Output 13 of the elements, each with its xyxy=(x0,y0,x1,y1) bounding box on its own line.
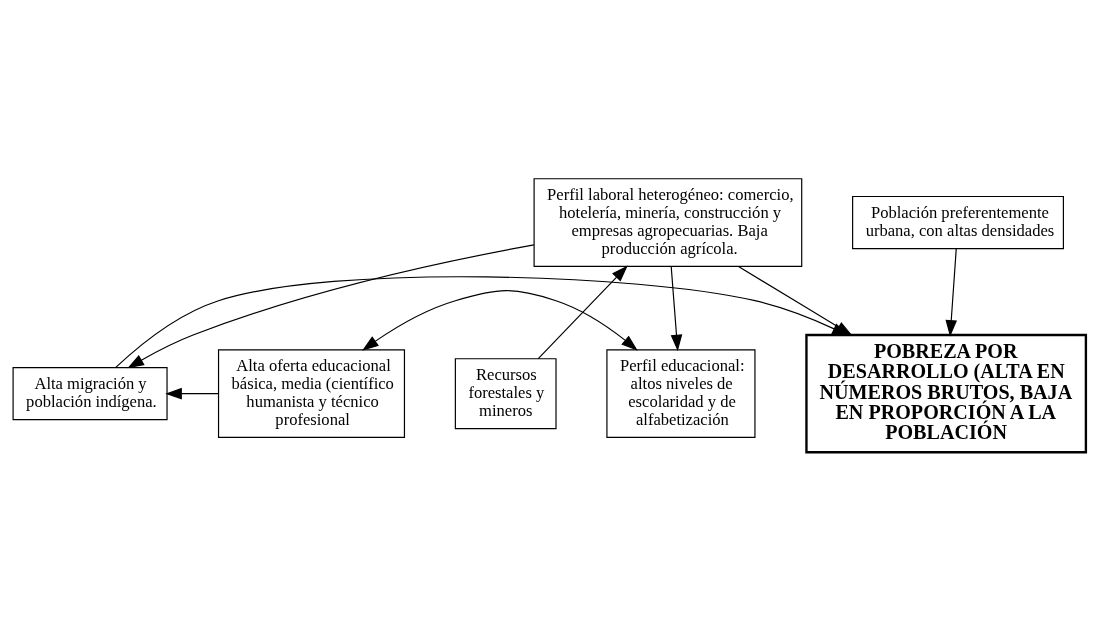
node-box: Población preferentemente urbana, con altas densidades xyxy=(852,195,1064,249)
arrow xyxy=(362,289,638,351)
arrow xyxy=(165,387,219,399)
node-box: Alta migración y población indígena. xyxy=(12,366,168,420)
node-box: Perfil educacional: altos niveles de escolaridad y de alfabetización xyxy=(606,348,756,438)
arrow xyxy=(127,243,535,368)
arrow xyxy=(670,265,683,351)
node-box: Recursos forestales y mineros xyxy=(454,357,557,429)
arrow xyxy=(945,247,958,337)
node-box: Alta oferta educacional básica, media (científico humanista y técnico profesional xyxy=(217,348,406,438)
node-box: POBREZA POR DESARROLLO (ALTA EN NÚMEROS BRUTOS, BAJA EN PROPORCIÓN A LA POBLACIÓN xyxy=(805,333,1088,453)
node-box: Perfil laboral heterogéneo: comercio, hotelería, minería, construcción y empresas agropecuarias. Baja producción agrícola. xyxy=(533,177,803,267)
arrow xyxy=(537,264,628,359)
